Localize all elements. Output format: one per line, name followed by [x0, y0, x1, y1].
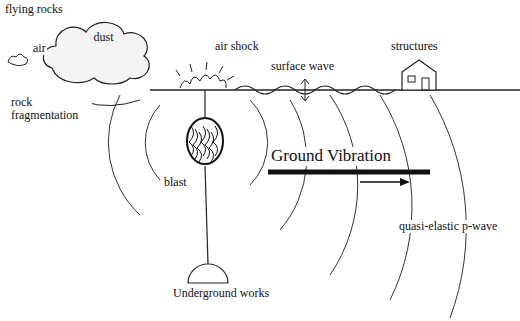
- underground-works: Underground works: [186, 262, 230, 284]
- hazard-label: air: [32, 42, 47, 55]
- vibration-arrow: [268, 172, 430, 186]
- hazard-label: flying rocks: [4, 3, 64, 16]
- air-shock-burst: [176, 62, 234, 88]
- dust-cloud: dust: [42, 18, 154, 84]
- connector-line: [205, 166, 208, 264]
- surface-wave: [235, 86, 395, 94]
- cloud-outline: [42, 18, 154, 84]
- wave-label: quasi-elastic p-wave: [398, 220, 498, 233]
- blast-charge: blast: [185, 116, 225, 166]
- wavefronts: [108, 95, 466, 318]
- hazard-label: rock fragmentation: [10, 96, 92, 122]
- title-label: Ground Vibration: [270, 147, 392, 166]
- charge-outline: [185, 116, 225, 166]
- dome-outline: [186, 262, 230, 284]
- air-puff: [8, 54, 28, 66]
- node-label: blast: [163, 176, 188, 189]
- borehole: [204, 90, 205, 117]
- house-outline: [398, 58, 440, 90]
- node-label: dust: [93, 31, 115, 44]
- leader-line: [85, 100, 140, 106]
- wave-arrow: [301, 79, 309, 101]
- structure-house: structures: [398, 58, 440, 90]
- hazard-label: air shock: [214, 40, 260, 53]
- node-label: Underground works: [172, 287, 270, 300]
- node-label: structures: [390, 40, 439, 53]
- wave-label: surface wave: [270, 60, 335, 73]
